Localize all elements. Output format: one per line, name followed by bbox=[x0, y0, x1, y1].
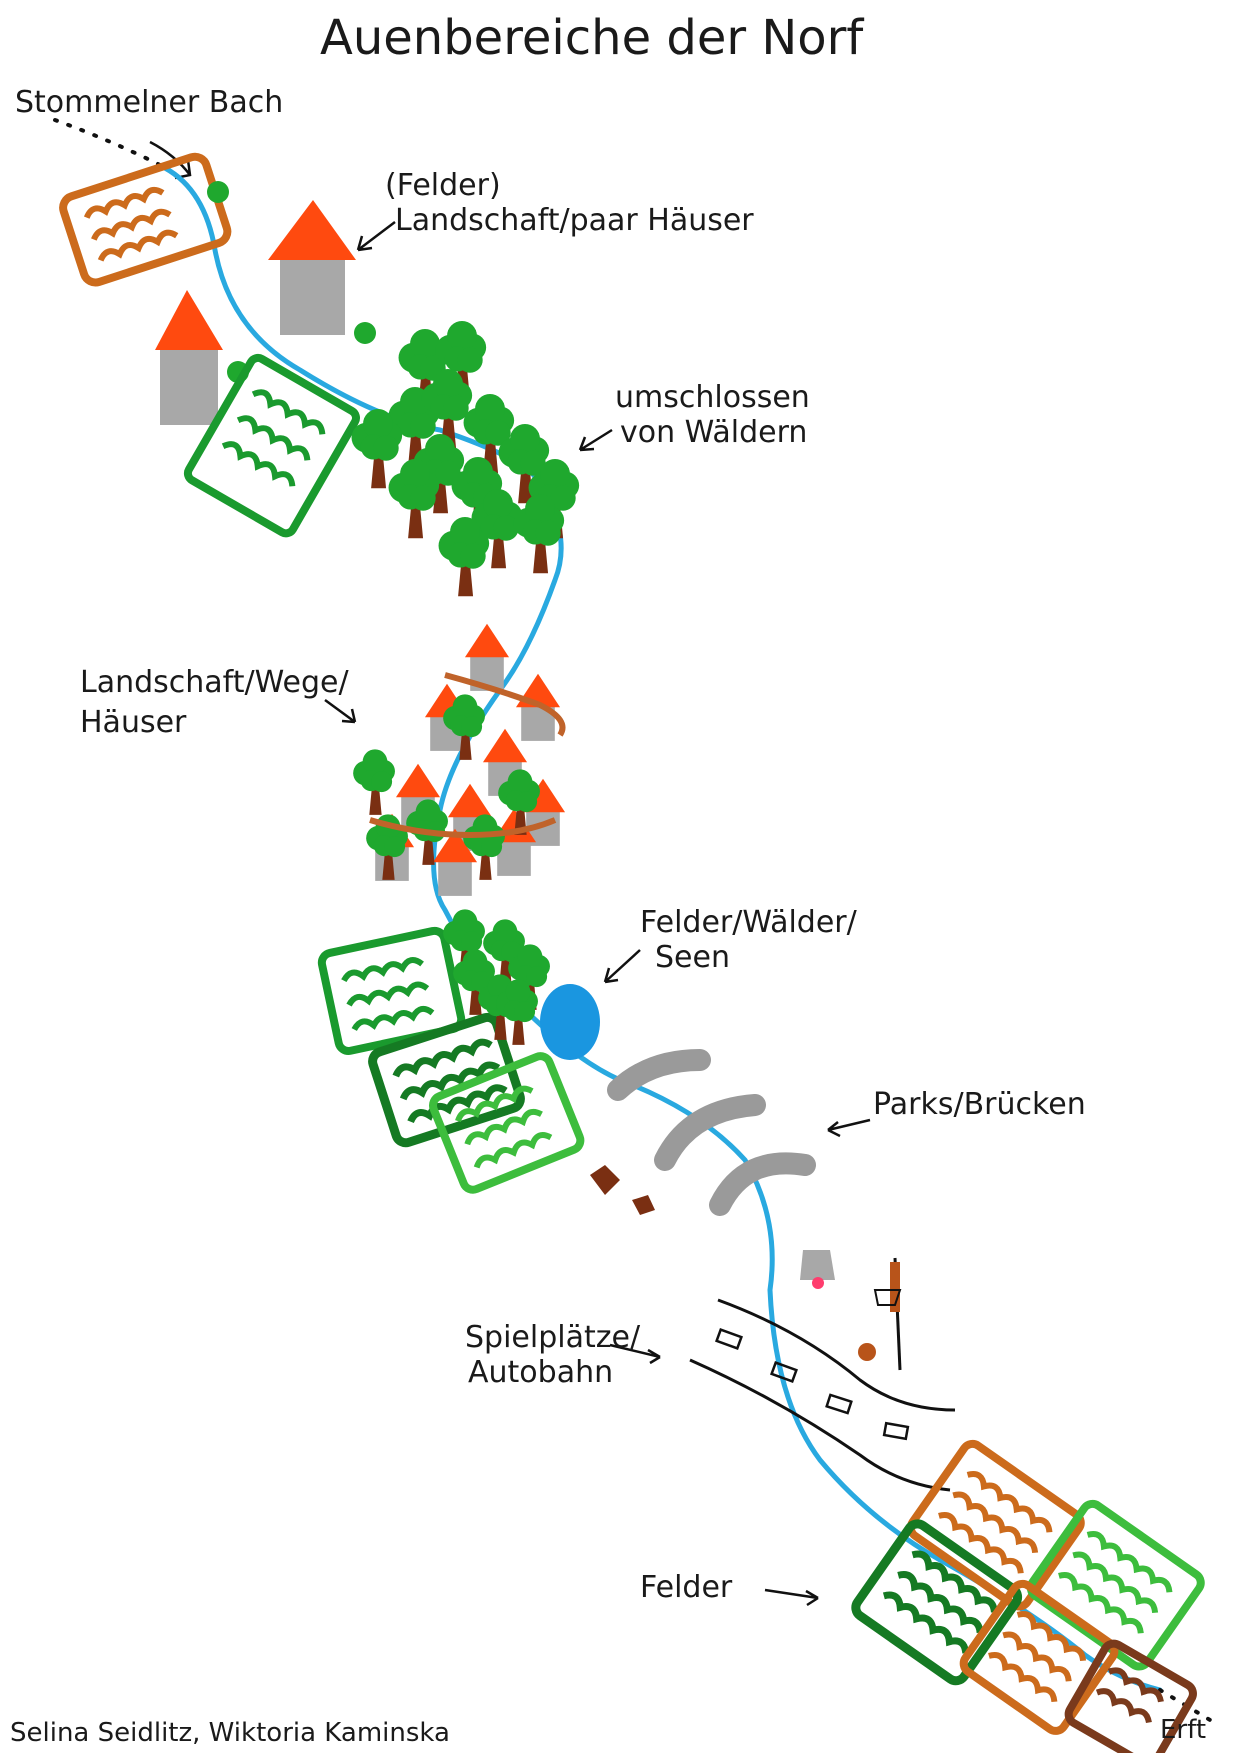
arrow-icon bbox=[578, 428, 613, 452]
tree-icon bbox=[498, 423, 550, 504]
label-section4-line2: Seen bbox=[655, 940, 730, 975]
field-green-dark bbox=[851, 1519, 1023, 1686]
bush-icon bbox=[207, 181, 229, 203]
tree-icon bbox=[513, 493, 565, 574]
tree-icon bbox=[463, 393, 515, 474]
park-bench-icon bbox=[590, 1165, 620, 1195]
field-light-green bbox=[1026, 1499, 1205, 1671]
forest-area-2 bbox=[443, 909, 550, 1045]
lane-marking bbox=[715, 1327, 910, 1441]
tree-icon bbox=[496, 979, 538, 1045]
tree-icon bbox=[421, 368, 473, 449]
field-orange-1 bbox=[906, 1439, 1085, 1611]
village-area bbox=[353, 623, 566, 896]
arrow-icon bbox=[609, 1343, 661, 1365]
label-section2-line1: umschlossen bbox=[615, 380, 810, 415]
highway-line bbox=[689, 1358, 951, 1492]
tree-icon bbox=[438, 516, 490, 597]
label-section6-line1: Spielplätze/ bbox=[465, 1320, 641, 1355]
field-green-3 bbox=[368, 1012, 525, 1148]
field-green-4 bbox=[429, 1052, 585, 1194]
house-icon bbox=[432, 828, 478, 896]
path-line bbox=[369, 817, 557, 839]
arrow-icon bbox=[764, 1588, 819, 1607]
house-icon bbox=[155, 290, 223, 425]
bridge-icon bbox=[709, 1152, 816, 1216]
tree-icon bbox=[366, 814, 408, 880]
arrow-icon bbox=[324, 698, 357, 724]
path-line bbox=[444, 672, 566, 737]
tree-icon bbox=[353, 749, 395, 815]
ball-icon bbox=[858, 1343, 876, 1361]
map-title: Auenbereiche der Norf bbox=[320, 10, 864, 66]
bridge-icon bbox=[607, 1049, 711, 1101]
tree-icon bbox=[498, 769, 540, 835]
tree-icon bbox=[388, 458, 440, 539]
slide-icon bbox=[800, 1250, 835, 1280]
park-bench-icon bbox=[632, 1195, 655, 1215]
field-green-2 bbox=[317, 926, 466, 1055]
source-dotted-line bbox=[53, 118, 162, 167]
arrow-icon bbox=[827, 1118, 871, 1138]
bush-icon bbox=[354, 322, 376, 344]
bridge-icon bbox=[654, 1094, 766, 1171]
arrow-icon bbox=[356, 221, 396, 252]
basketball-hoop-icon bbox=[873, 1289, 902, 1306]
lake-icon bbox=[540, 984, 600, 1060]
field-green-1 bbox=[183, 353, 360, 538]
basketball-hoop-icon bbox=[890, 1262, 900, 1312]
label-mouth: Erft bbox=[1160, 1715, 1207, 1745]
highway-line bbox=[717, 1298, 956, 1412]
tree-icon bbox=[351, 408, 403, 489]
slide-icon bbox=[812, 1277, 824, 1289]
arrow-icon bbox=[603, 949, 641, 984]
field-orange-2 bbox=[959, 1579, 1119, 1735]
label-source: Stommelner Bach bbox=[15, 85, 284, 120]
tree-icon bbox=[435, 320, 487, 401]
field-brown bbox=[1064, 1639, 1197, 1753]
label-section2-line2: von Wäldern bbox=[620, 415, 808, 450]
label-section3-line1: Landschaft/Wege/ bbox=[80, 665, 349, 700]
label-section7: Felder bbox=[640, 1570, 733, 1605]
tree-icon bbox=[483, 919, 525, 985]
house-icon bbox=[268, 200, 356, 335]
label-section6-line2: Autobahn bbox=[468, 1355, 614, 1390]
label-section3-line2: Häuser bbox=[80, 705, 187, 740]
label-section1-line1: (Felder) bbox=[385, 168, 501, 203]
authors: Selina Seidlitz, Wiktoria Kaminska bbox=[10, 1718, 450, 1748]
forest-area bbox=[351, 320, 580, 597]
tree-icon bbox=[443, 694, 485, 760]
label-section4-line1: Felder/Wälder/ bbox=[640, 905, 857, 940]
label-section5: Parks/Brücken bbox=[873, 1087, 1086, 1122]
label-section1-line2: Landschaft/paar Häuser bbox=[395, 203, 754, 238]
